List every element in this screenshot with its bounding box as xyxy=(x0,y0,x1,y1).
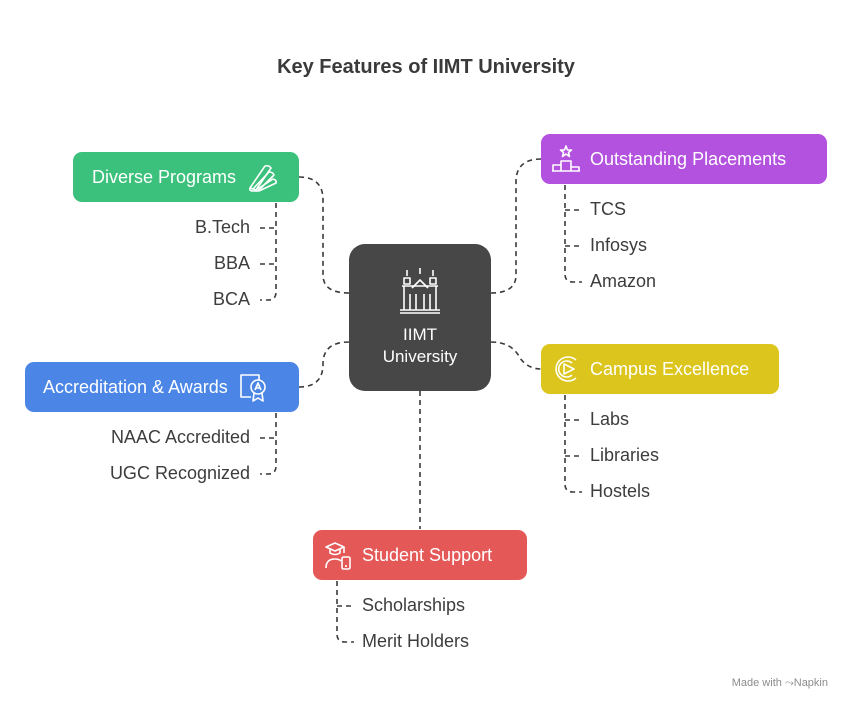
connector-placements xyxy=(490,158,542,294)
leaf-scholarships: Scholarships xyxy=(362,595,466,615)
podium-star-icon xyxy=(549,142,583,176)
leaf-b-tech: B.Tech xyxy=(194,217,250,237)
university-building-icon xyxy=(400,268,440,314)
center-label-line1: IIMT xyxy=(403,325,437,344)
leaf-ugc-recognized: UGC Recognized xyxy=(109,463,250,483)
diagram-title: Key Features of IIMT University xyxy=(277,56,575,78)
connector-accreditation xyxy=(298,341,350,388)
branch-student-support: Student Support xyxy=(313,530,527,580)
leaf-labs: Labs xyxy=(590,409,630,429)
branch-label: Student Support xyxy=(362,544,493,565)
napkin-logo-icon: ⤳ xyxy=(784,677,794,689)
leaf-infosys: Infosys xyxy=(590,235,648,255)
leaf-tcs: TCS xyxy=(590,199,626,219)
footer-brand: Napkin xyxy=(793,677,828,689)
footer-credit: Made with ⤳Napkin xyxy=(732,677,828,690)
leaf-libraries: Libraries xyxy=(590,445,660,465)
leaf-bba: BBA xyxy=(213,253,250,273)
branch-campus-excellence: Campus Excellence xyxy=(541,344,779,394)
branch-label: Outstanding Placements xyxy=(590,148,787,169)
footer-prefix: Made with xyxy=(731,677,782,689)
center-label-line2: University xyxy=(382,347,458,366)
connector-diverse-programs xyxy=(298,176,350,294)
branch-outstanding-placements: Outstanding Placements xyxy=(541,134,827,184)
leaf-merit-holders: Merit Holders xyxy=(362,631,470,651)
award-certificate-icon xyxy=(236,370,270,404)
branch-diverse-programs: Diverse Programs xyxy=(73,152,299,202)
campus-play-icon xyxy=(549,352,583,386)
branch-label: Diverse Programs xyxy=(92,166,237,187)
book-fan-icon xyxy=(246,160,280,194)
branch-accreditation-awards: Accreditation & Awards xyxy=(25,362,299,412)
center-node: IIMT University xyxy=(349,244,491,391)
leaf-bca: BCA xyxy=(212,289,250,309)
leaf-naac-accredited: NAAC Accredited xyxy=(110,427,250,447)
leaf-hostels: Hostels xyxy=(590,481,651,501)
graduate-support-icon xyxy=(321,538,355,572)
branch-label: Campus Excellence xyxy=(590,358,750,379)
branch-label: Accreditation & Awards xyxy=(43,376,228,397)
connector-campus xyxy=(490,341,542,370)
leaf-amazon: Amazon xyxy=(590,271,657,291)
center-label: IIMT University xyxy=(349,324,491,368)
